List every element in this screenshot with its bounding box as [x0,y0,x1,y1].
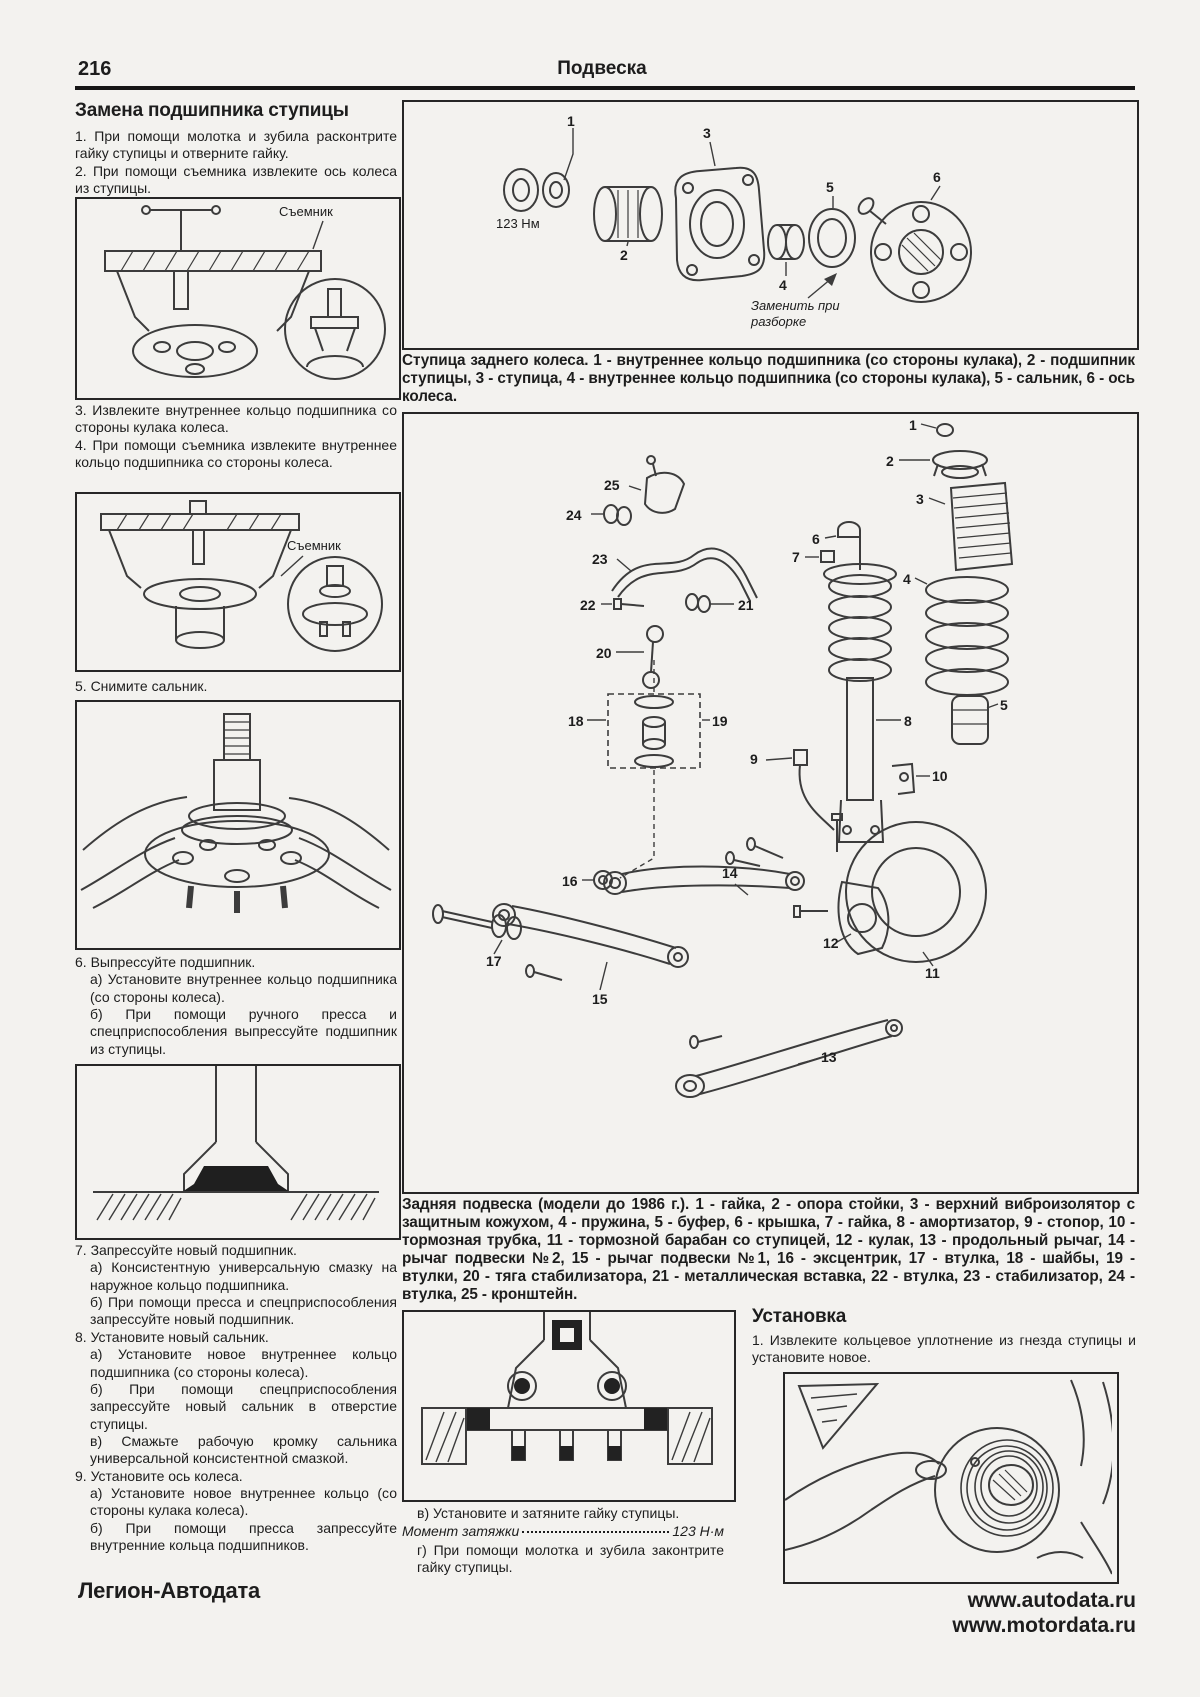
part-number-label: 13 [821,1049,837,1065]
publisher-name: Легион-Автодата [78,1578,260,1603]
figure-puller-axle: Съемник [75,197,401,400]
puller-axle-drawing [104,205,386,380]
part-number-label: 12 [823,935,839,951]
footer-url-motordata: www.motordata.ru [952,1614,1136,1638]
header-rule [75,86,1135,90]
figure-puller-race: Съемник [75,492,401,672]
part-number-label: 6 [933,169,941,185]
dot-leader [522,1531,670,1534]
hub-figure-caption: Ступица заднего колеса. 1 - внутреннее к… [402,352,1135,406]
step-6b: б) При помощи ручного пресса и спецприсп… [90,1006,397,1057]
page-header-title: Подвеска [557,58,647,79]
install-heading: Установка [752,1306,847,1327]
step-8a: а) Установите новое внутреннее кольцо по… [90,1346,397,1380]
part-number-label: 4 [779,277,787,293]
figure-press-section [75,1064,401,1240]
part-number-label: 18 [568,713,584,729]
step-7: 7. Запрессуйте новый подшипник. [75,1242,297,1258]
step-9b: б) При помощи пресса запрессуйте внутрен… [90,1519,397,1554]
step-6-block: 6. Выпрессуйте подшипник. а) Установите … [75,954,397,1058]
install-step-1: 1. Извлеките кольцевое уплотнение из гне… [752,1332,1136,1366]
figure-hub-exploded: 123 Нм Заменить при разборке 1 2 3 4 5 6 [402,100,1139,350]
step-1: 1. При помощи молотка и зубила расконтри… [75,128,397,162]
part-number-label: 22 [580,597,596,613]
step-8b: б) При помощи спецприспособления запресс… [90,1380,397,1432]
section-heading: Замена подшипника ступицы [75,100,349,121]
puller-race-drawing [100,500,383,652]
part-number-label: 9 [750,751,758,767]
footer-url-autodata: www.autodata.ru [967,1589,1136,1612]
part-number-label: 1 [909,417,917,433]
steps-7-9: 7. Запрессуйте новый подшипник. а) Конси… [75,1242,397,1554]
figure-label-puller-2: Съемник [287,538,341,553]
hub-nut-steps: в) Установите и затяните гайку ступицы. … [402,1505,724,1576]
hub-nut-drawing [421,1312,713,1465]
part-number-label: 19 [712,713,728,729]
part-number-label: 5 [1000,697,1008,713]
part-number-label: 11 [925,965,940,981]
part-number-label: 21 [738,597,754,613]
part-number-label: 16 [562,873,578,889]
part-number-label: 14 [722,865,738,881]
install-step: 1. Извлеките кольцевое уплотнение из гне… [752,1332,1136,1367]
step-9a: а) Установите новое внутреннее кольцо (с… [90,1485,397,1519]
figure-hub-nut-section [402,1310,736,1502]
part-number-label: 3 [703,125,711,141]
suspension-figure-caption: Задняя подвеска (модели до 1986 г.). 1 -… [402,1196,1135,1304]
figure-label-puller-1: Съемник [279,204,333,219]
part-number-label: 7 [792,549,800,565]
hub-in-hands-drawing [80,713,392,913]
step-8v: в) Смажьте рабочую кромку сальника униве… [90,1432,397,1467]
part-number-label: 10 [932,768,948,784]
step-7b: б) При помощи пресса и спецприспособлени… [90,1294,397,1328]
part-number-label: 6 [812,531,820,547]
part-number-label: 5 [826,179,834,195]
step-3: 3. Извлеките внутреннее кольцо подшипник… [75,402,397,436]
step-8: 8. Установите новый сальник. [75,1328,269,1345]
step-2: 2. При помощи съемника извлеките ось кол… [75,162,397,197]
torque-spec-value: 123 Н·м [672,1523,724,1540]
torque-note: 123 Нм [496,216,540,231]
part-number-label: 2 [886,453,894,469]
torque-spec-line: Момент затяжки 123 Н·м [402,1523,724,1540]
torque-spec-label: Момент затяжки [402,1523,520,1540]
part-number-label: 17 [486,953,502,969]
replace-note: Заменить при разборке [751,298,840,330]
step-5: 5. Снимите сальник. [75,678,397,695]
part-number-label: 1 [567,113,575,129]
part-number-label: 8 [904,713,912,729]
part-number-label: 23 [592,551,608,567]
step-7a: а) Консистентную универсальную смазку на… [90,1259,397,1293]
step-g: г) При помощи молотка и зубила законтрит… [417,1541,724,1576]
part-number-label: 3 [916,491,924,507]
press-section-drawing [93,1066,379,1221]
part-number-label: 15 [592,991,608,1007]
step-6: 6. Выпрессуйте подшипник. [75,954,256,970]
part-number-label: 20 [596,645,612,661]
steps-3-4: 3. Извлеките внутреннее кольцо подшипник… [75,402,397,471]
part-number-label: 4 [903,571,911,587]
steps-1-2: 1. При помощи молотка и зубила расконтри… [75,128,397,197]
part-number-label: 2 [620,247,628,263]
step-5-text: 5. Снимите сальник. [75,678,208,694]
suspension-exploded-drawing [432,423,1014,1098]
figure-hub-in-hands [75,700,401,950]
hub-exploded-drawing [503,128,972,303]
part-number-label: 25 [604,477,620,493]
step-9: 9. Установите ось колеса. [75,1467,243,1484]
seal-install-drawing [785,1379,1112,1575]
figure-seal-install [783,1372,1119,1584]
part-number-label: 24 [566,507,582,523]
step-6a: а) Установите внутреннее кольцо подшипни… [90,971,397,1005]
footer-urls: www.autodata.ru www.motordata.ru [700,1588,1136,1638]
step-v: в) Установите и затяните гайку ступицы. [417,1505,680,1521]
step-4: 4. При помощи съемника извлеките внутрен… [75,436,397,471]
page-number: 216 [78,58,112,80]
